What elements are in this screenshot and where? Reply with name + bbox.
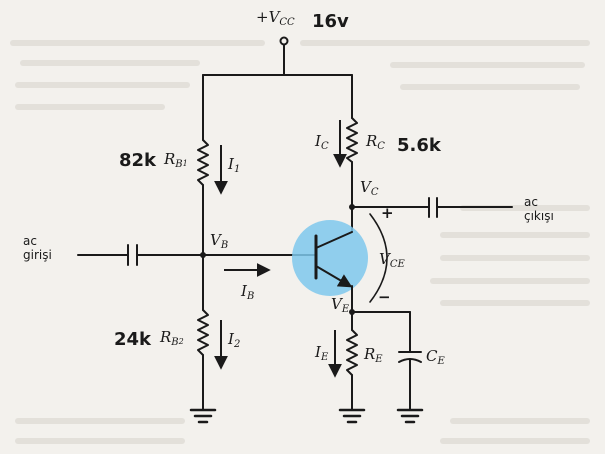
vcc-label: +VCC (256, 10, 295, 28)
ce-name: C (426, 347, 438, 365)
rc-sub: C (377, 141, 385, 152)
i2-label: I2 (228, 332, 240, 350)
rb1-label: RB1 (164, 152, 188, 170)
vce-minus: − (378, 288, 391, 306)
ib-label: IB (241, 284, 254, 302)
ic-name: I (315, 132, 321, 150)
ground-rb2 (189, 408, 217, 424)
rc-name: R (366, 132, 378, 150)
ic-sub: C (320, 141, 329, 152)
ie-label: IE (315, 345, 328, 363)
vce-label: VCE (379, 252, 405, 270)
transistor-collector-lead (315, 231, 353, 249)
ve-label: VE (331, 297, 349, 315)
ib-sub: B (246, 291, 255, 302)
rb2-resistor (197, 309, 209, 356)
rb1-subsub: 1 (182, 159, 188, 168)
vc-label: VC (360, 180, 379, 198)
vcc-label-text: +V (256, 8, 280, 26)
ce-sub: E (437, 356, 445, 367)
rc-label: RC (366, 134, 385, 152)
junction-vc (349, 204, 355, 210)
i1-label: I1 (228, 157, 240, 175)
rb2-subsub: 2 (178, 337, 184, 346)
vcc-label-sub: CC (279, 17, 295, 28)
vc-name: V (360, 178, 371, 196)
ie-sub: E (320, 352, 329, 363)
rb1-value: 82k (119, 150, 157, 171)
transistor-emitter-lead (315, 265, 353, 288)
vcc-terminal (279, 36, 289, 46)
i1-name: I (228, 155, 234, 173)
rb2-label: RB2 (160, 330, 184, 348)
input-label: ac girişi (23, 234, 52, 263)
ve-sub: E (341, 304, 350, 315)
output-label: ac çıkışı (524, 195, 554, 224)
output-label-line1: ac (524, 195, 538, 209)
rc-value: 5.6k (397, 135, 441, 156)
rb2-name: R (160, 328, 172, 346)
ground-re (338, 408, 366, 424)
input-label-line1: ac (23, 234, 37, 248)
junction-vb (200, 252, 206, 258)
ground-ce (396, 408, 424, 424)
ie-name: I (315, 343, 321, 361)
vc-sub: C (370, 187, 379, 198)
input-label-line2: girişi (23, 247, 52, 262)
re-name: R (364, 345, 376, 363)
rb1-sub: B (175, 159, 183, 170)
vce-name: V (379, 250, 390, 268)
i2-name: I (228, 330, 234, 348)
vce-arc (369, 213, 388, 303)
vce-plus: + (381, 204, 394, 222)
rb2-value: 24k (114, 329, 152, 350)
rb2-sub: B (171, 337, 179, 348)
output-label-line2: çıkışı (524, 208, 554, 223)
re-resistor (346, 329, 358, 376)
junction-ve (349, 309, 355, 315)
ce-label: CE (426, 349, 445, 367)
rb1-resistor (197, 139, 209, 186)
ib-name: I (241, 282, 247, 300)
i1-sub: 1 (233, 164, 241, 175)
ic-label: IC (315, 134, 329, 152)
vce-sub: CE (389, 259, 405, 270)
vcc-value: 16v (312, 11, 349, 32)
ve-name: V (331, 295, 342, 313)
vb-name: V (210, 231, 221, 249)
re-sub: E (375, 354, 383, 365)
re-label: RE (364, 347, 383, 365)
vb-sub: B (220, 240, 229, 251)
rb1-name: R (164, 150, 176, 168)
i2-sub: 2 (233, 339, 241, 350)
transistor-highlight (292, 220, 368, 296)
rc-resistor (346, 117, 358, 163)
vb-label: VB (210, 233, 228, 251)
